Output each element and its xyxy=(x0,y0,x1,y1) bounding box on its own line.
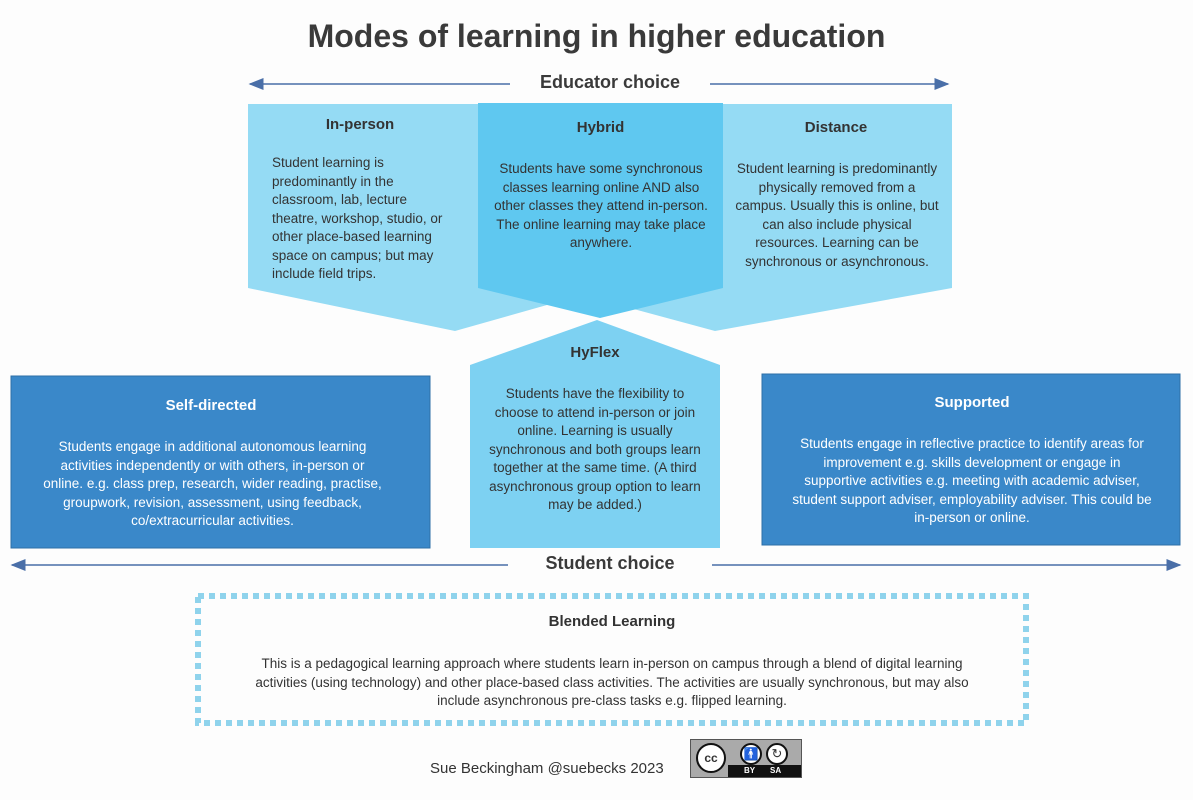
supported-text: Students engage in reflective practice t… xyxy=(792,436,1152,525)
page-title: Modes of learning in higher education xyxy=(307,18,886,54)
self-directed-box xyxy=(10,375,431,549)
distance-text: Student learning is predominantly physic… xyxy=(735,161,939,269)
self-directed-title: Self-directed xyxy=(165,397,257,414)
blended-learning-text: This is a pedagogical learning approach … xyxy=(255,656,969,708)
in-person-text: Student learning is predominantly in the… xyxy=(272,155,443,281)
credit-text: Sue Beckingham @suebecks 2023 xyxy=(430,760,664,777)
student-choice-label: Student choice xyxy=(508,553,712,574)
distance-title: Distance xyxy=(804,119,868,136)
hybrid-shape xyxy=(478,103,723,318)
cc-icon: cc xyxy=(696,743,726,773)
share-alike-icon: ↻ xyxy=(766,743,788,765)
self-directed-text: Students engage in additional autonomous… xyxy=(43,439,382,528)
license-sa: SA xyxy=(770,766,782,775)
educator-choice-label: Educator choice xyxy=(510,72,710,93)
license-label-bar: BY SA xyxy=(728,765,801,777)
in-person-title: In-person xyxy=(325,116,395,133)
cc-by-sa-license-badge: cc 🚹 ↻ BY SA xyxy=(690,739,802,778)
attribution-person-icon: 🚹 xyxy=(740,743,762,765)
hyflex-shape xyxy=(470,320,720,548)
supported-title: Supported xyxy=(934,394,1010,411)
hyflex-text: Students have the flexibility to choose … xyxy=(489,386,701,512)
blended-learning-dotted-box xyxy=(195,593,1029,726)
blended-learning-title: Blended Learning xyxy=(548,613,676,630)
supported-box xyxy=(761,373,1181,546)
hyflex-title: HyFlex xyxy=(570,344,620,361)
hybrid-text: Students have some synchronous classes l… xyxy=(494,161,708,250)
hybrid-title: Hybrid xyxy=(576,119,625,136)
license-by: BY xyxy=(744,766,756,775)
